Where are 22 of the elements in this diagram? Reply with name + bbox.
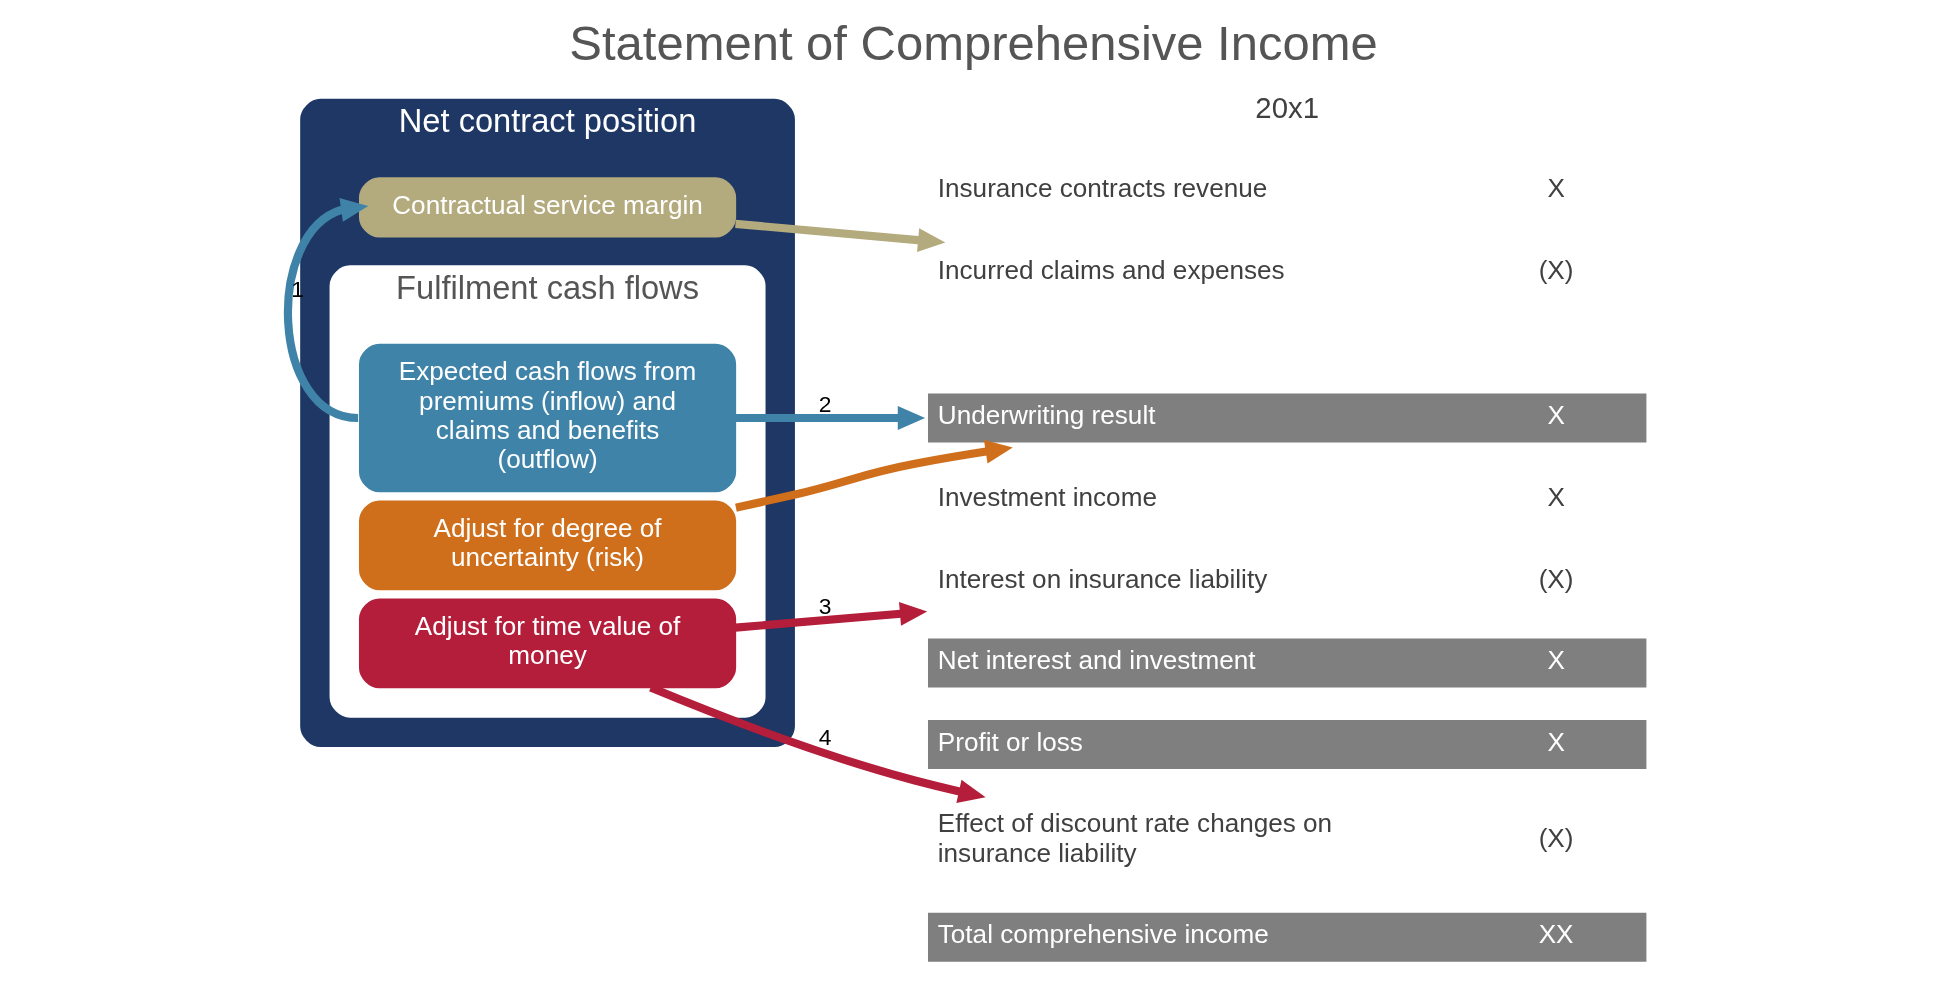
node-box: Total comprehensive income XX xyxy=(927,912,1646,962)
node-box: Profit or loss X xyxy=(927,720,1646,770)
node-box: Net interest and investment X xyxy=(927,638,1646,688)
node-text: Effect of discount rate changes on insurance liability (X) xyxy=(937,808,1573,868)
node-text: Interest on insurance liability (X) xyxy=(937,563,1573,594)
node-box: Adjust for degree of uncertainty (risk) xyxy=(358,500,736,591)
node-text: Insurance contracts revenue X xyxy=(937,173,1565,204)
node-text: Investment income X xyxy=(937,481,1565,512)
node-box: Adjust for time value of money xyxy=(358,598,736,689)
node-box: Underwriting result X xyxy=(927,393,1646,443)
arrow xyxy=(734,601,927,632)
edge-label: 2 xyxy=(818,390,831,417)
diagram-title: Statement of Comprehensive Income xyxy=(568,16,1378,71)
arrow xyxy=(734,439,1013,512)
edge-label: 4 xyxy=(818,723,831,750)
label: 20x1 xyxy=(1254,91,1319,125)
arrow xyxy=(735,406,925,430)
edge-label: 3 xyxy=(818,593,831,620)
node-box: Expected cash flows from premiums (inflow) and claims and benefits (outflow) xyxy=(358,343,736,493)
node-text: Incurred claims and expenses (X) xyxy=(937,254,1573,285)
arrow xyxy=(734,219,945,253)
node-box: Contractual service margin xyxy=(358,177,736,238)
